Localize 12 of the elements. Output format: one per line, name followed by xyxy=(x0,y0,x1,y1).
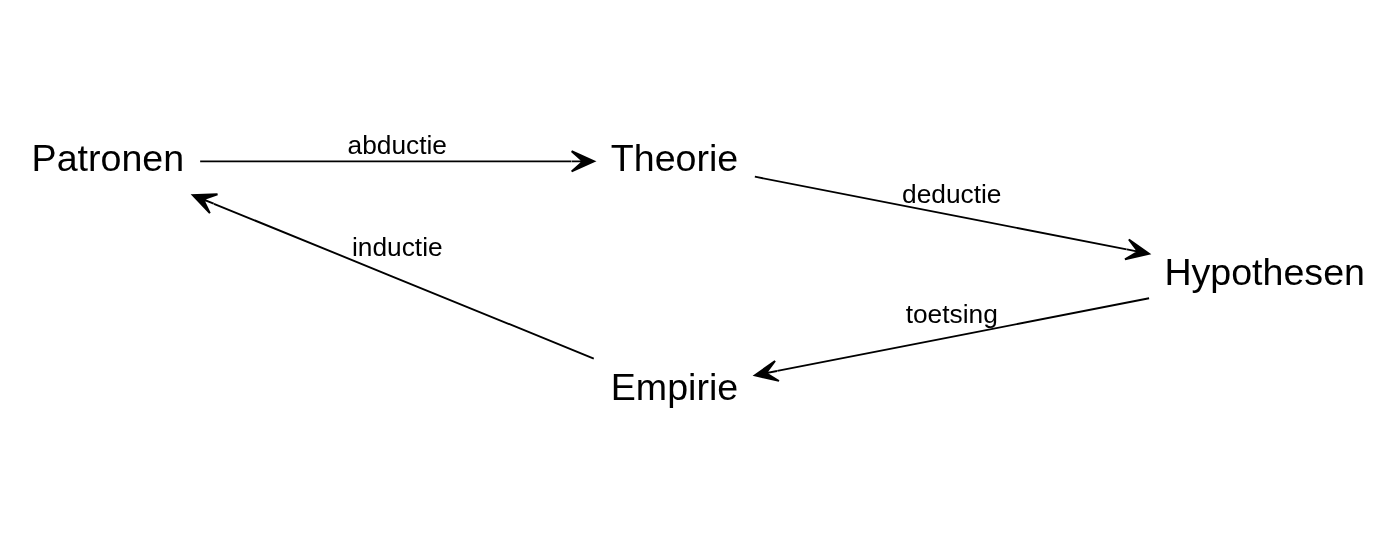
arrow xyxy=(753,297,1150,382)
arrow xyxy=(191,193,595,360)
arrow xyxy=(199,150,596,173)
edge-label: abductie xyxy=(347,130,447,161)
node-text: Patronen xyxy=(31,136,185,179)
node-text: Empirie xyxy=(610,366,739,409)
node-text: Theorie xyxy=(610,136,739,179)
edge-label: toetsing xyxy=(905,299,998,330)
node-text: Hypothesen xyxy=(1164,251,1365,294)
edge-label: inductie xyxy=(351,231,443,262)
edge-label: deductie xyxy=(902,179,1002,210)
arrow xyxy=(753,175,1150,261)
